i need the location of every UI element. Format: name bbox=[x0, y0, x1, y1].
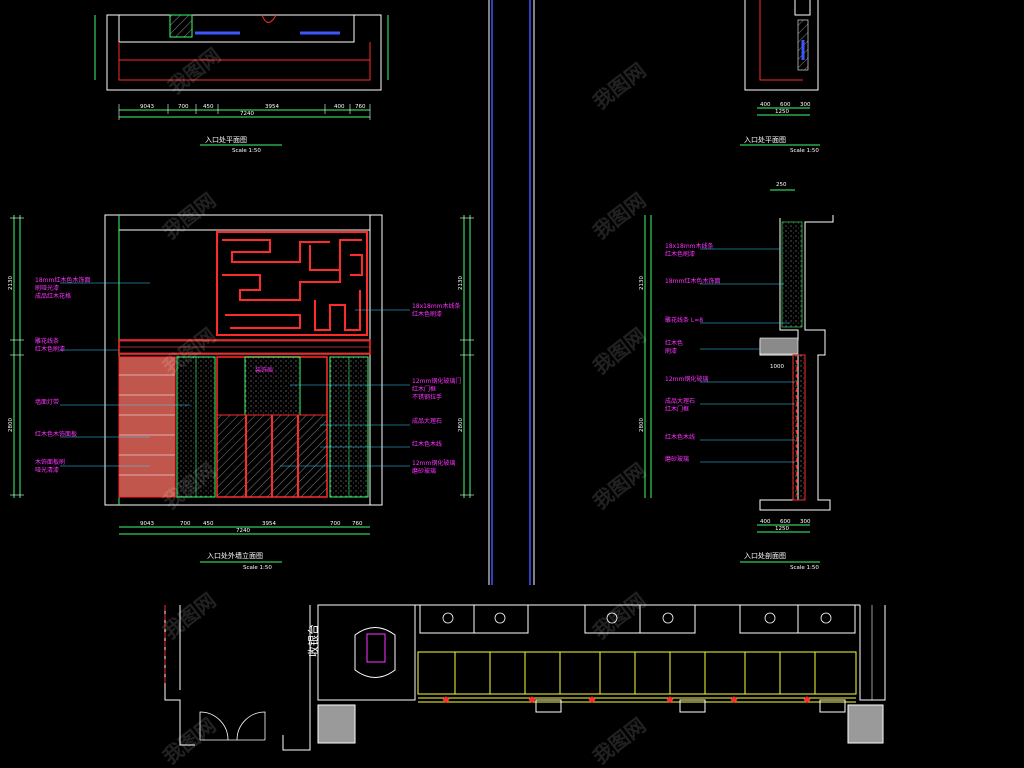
svg-text:Scale 1:50: Scale 1:50 bbox=[232, 148, 261, 154]
display-shelves bbox=[417, 651, 857, 703]
svg-text:400: 400 bbox=[760, 102, 771, 108]
svg-text:600: 600 bbox=[780, 519, 791, 525]
svg-text:2800: 2800 bbox=[458, 418, 464, 432]
svg-text:7240: 7240 bbox=[240, 111, 254, 117]
svg-text:18x18mm木线条: 18x18mm木线条 bbox=[412, 302, 461, 310]
svg-text:入口处剖面图: 入口处剖面图 bbox=[744, 551, 786, 560]
svg-text:3954: 3954 bbox=[265, 104, 279, 110]
svg-text:9043: 9043 bbox=[140, 521, 154, 527]
watermark: 我图网 bbox=[163, 43, 225, 99]
svg-text:木饰面板刷: 木饰面板刷 bbox=[35, 458, 65, 466]
watermark: 我图网 bbox=[588, 713, 650, 768]
svg-text:2130: 2130 bbox=[458, 276, 464, 290]
svg-text:600: 600 bbox=[780, 102, 791, 108]
svg-text:3954: 3954 bbox=[262, 521, 276, 527]
svg-text:红木色木饰面板: 红木色木饰面板 bbox=[35, 430, 77, 438]
svg-text:400: 400 bbox=[760, 519, 771, 525]
watermark: 我图网 bbox=[158, 588, 220, 644]
svg-text:Scale 1:50: Scale 1:50 bbox=[790, 565, 819, 571]
watermark: 我图网 bbox=[588, 188, 650, 244]
top-left-plan-view: 9043 700 450 3954 400 760 7240 入口处平面图 Sc… bbox=[94, 14, 389, 154]
svg-text:7240: 7240 bbox=[236, 528, 250, 534]
watermark: 我图网 bbox=[588, 323, 650, 379]
svg-text:不锈钢拉手: 不锈钢拉手 bbox=[412, 393, 442, 401]
svg-text:红木色刷漆: 红木色刷漆 bbox=[665, 250, 695, 258]
svg-text:9043: 9043 bbox=[140, 104, 154, 110]
svg-text:2800: 2800 bbox=[8, 418, 14, 432]
svg-text:700: 700 bbox=[330, 521, 341, 527]
right-section-drawing: 2130 2800 250 18x18mm木线条 红木色刷漆 18mm红木色木饰… bbox=[639, 182, 834, 571]
svg-text:300: 300 bbox=[800, 102, 811, 108]
watermark: 我图网 bbox=[588, 458, 650, 514]
fretwork-pattern bbox=[222, 239, 363, 331]
svg-text:装饰画: 装饰画 bbox=[255, 366, 273, 374]
svg-text:成品大理石: 成品大理石 bbox=[665, 397, 695, 405]
svg-text:Scale 1:50: Scale 1:50 bbox=[790, 148, 819, 154]
watermark: 我图网 bbox=[588, 58, 650, 114]
left-elevation-drawing: 2130 2800 2130 2800 bbox=[8, 214, 474, 571]
svg-text:2800: 2800 bbox=[639, 418, 645, 432]
svg-text:雕花线条: 雕花线条 bbox=[35, 337, 59, 345]
svg-text:红木色木线: 红木色木线 bbox=[412, 440, 442, 448]
center-column-divider bbox=[488, 0, 535, 585]
svg-text:红木色刷漆: 红木色刷漆 bbox=[35, 345, 65, 353]
svg-text:成品红木花格: 成品红木花格 bbox=[35, 292, 71, 300]
plan-room-label: 收银台 bbox=[306, 624, 320, 657]
svg-text:磨砂玻璃: 磨砂玻璃 bbox=[412, 467, 436, 475]
svg-text:450: 450 bbox=[203, 104, 214, 110]
svg-text:300: 300 bbox=[800, 519, 811, 525]
svg-text:400: 400 bbox=[334, 104, 345, 110]
svg-text:250: 250 bbox=[776, 182, 787, 188]
red-markers bbox=[442, 696, 811, 704]
svg-text:红木色木线: 红木色木线 bbox=[665, 433, 695, 441]
svg-text:760: 760 bbox=[352, 521, 363, 527]
svg-text:入口处平面图: 入口处平面图 bbox=[744, 135, 786, 144]
svg-text:12mm钢化玻璃: 12mm钢化玻璃 bbox=[665, 375, 708, 383]
svg-text:1000: 1000 bbox=[770, 364, 784, 370]
svg-text:磨砂玻璃: 磨砂玻璃 bbox=[665, 455, 689, 463]
svg-text:18mm红木色木饰面: 18mm红木色木饰面 bbox=[665, 277, 720, 285]
svg-text:红木门框: 红木门框 bbox=[412, 385, 436, 393]
svg-text:760: 760 bbox=[355, 104, 366, 110]
svg-text:刷哑光漆: 刷哑光漆 bbox=[35, 284, 59, 292]
svg-text:18mm红木色木饰面: 18mm红木色木饰面 bbox=[35, 276, 90, 284]
svg-text:雕花线条 L=8: 雕花线条 L=8 bbox=[665, 316, 703, 324]
watermark: 我图网 bbox=[158, 188, 220, 244]
svg-text:12mm钢化玻璃门: 12mm钢化玻璃门 bbox=[412, 377, 461, 385]
svg-text:哑光清漆: 哑光清漆 bbox=[35, 466, 59, 474]
svg-text:墙面灯带: 墙面灯带 bbox=[35, 398, 59, 406]
svg-text:成品大理石: 成品大理石 bbox=[412, 417, 442, 425]
svg-text:入口处外墙立面图: 入口处外墙立面图 bbox=[207, 551, 263, 560]
svg-text:1250: 1250 bbox=[775, 526, 789, 532]
bottom-floor-plan: 收银台 bbox=[164, 604, 886, 751]
top-right-plan-view: 400 600 300 1250 入口处平面图 Scale 1:50 bbox=[740, 0, 820, 154]
watermark: 我图网 bbox=[588, 588, 650, 644]
svg-text:2130: 2130 bbox=[8, 276, 14, 290]
svg-text:Scale 1:50: Scale 1:50 bbox=[243, 565, 272, 571]
svg-text:入口处平面图: 入口处平面图 bbox=[205, 135, 247, 144]
svg-text:2130: 2130 bbox=[639, 276, 645, 290]
svg-text:红木色刷漆: 红木色刷漆 bbox=[412, 310, 442, 318]
svg-text:刷漆: 刷漆 bbox=[665, 347, 677, 355]
svg-text:1250: 1250 bbox=[775, 109, 789, 115]
ceiling-lights bbox=[442, 612, 832, 624]
svg-text:红木门框: 红木门框 bbox=[665, 405, 689, 413]
svg-text:700: 700 bbox=[178, 104, 189, 110]
svg-text:700: 700 bbox=[180, 521, 191, 527]
svg-text:18x18mm木线条: 18x18mm木线条 bbox=[665, 242, 714, 250]
svg-text:红木色: 红木色 bbox=[665, 339, 683, 347]
watermark: 我图网 bbox=[158, 713, 220, 768]
svg-text:12mm钢化玻璃: 12mm钢化玻璃 bbox=[412, 459, 455, 467]
svg-text:450: 450 bbox=[203, 521, 214, 527]
